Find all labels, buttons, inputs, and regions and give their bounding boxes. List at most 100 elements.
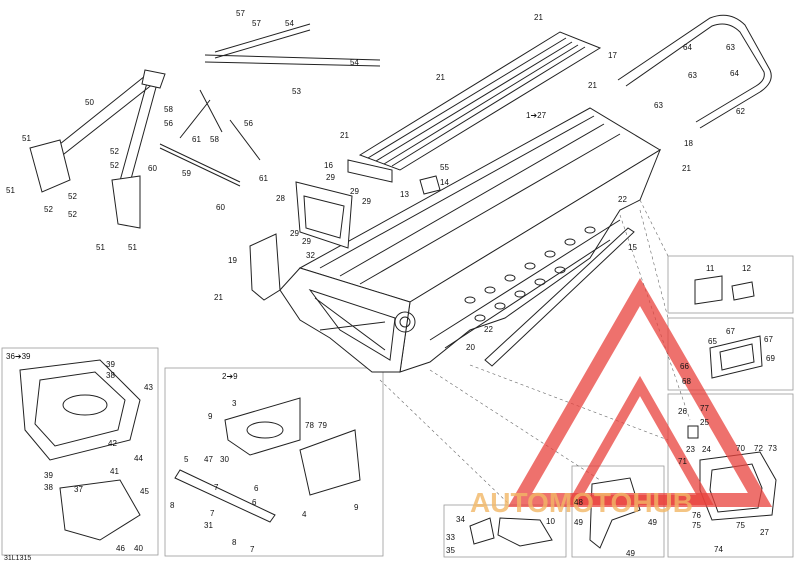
callout-label: 60 <box>148 164 157 173</box>
inset-box-23-77 <box>667 393 794 558</box>
callout-label: 39 <box>44 471 53 480</box>
callout-label: 67 <box>726 327 735 336</box>
callout-label: 62 <box>736 107 745 116</box>
callout-label: 7 <box>250 545 255 554</box>
callout-label: 76 <box>692 511 701 520</box>
watermark-word-auto: AUTO <box>470 487 549 518</box>
watermark-logo: AUTOMOTOHUB <box>470 277 773 518</box>
callout-label: 29 <box>362 197 371 206</box>
callout-label: 22 <box>618 195 627 204</box>
callout-label: 51 <box>22 134 31 143</box>
callout-label: 69 <box>766 354 775 363</box>
callout-label: 35 <box>446 546 455 555</box>
callout-label: 23 <box>686 445 695 454</box>
callout-label: 31 <box>204 521 213 530</box>
callout-label: 36➔39 <box>6 352 31 361</box>
callout-label: 54 <box>350 58 359 67</box>
callout-label: 6 <box>254 484 259 493</box>
callout-label: 59 <box>182 169 191 178</box>
callout-label: 53 <box>292 87 301 96</box>
callout-label: 77 <box>700 404 709 413</box>
callout-label: 4 <box>302 510 307 519</box>
callout-label: 71 <box>678 457 687 466</box>
callout-label: 66 <box>680 362 689 371</box>
callout-label: 58 <box>210 135 219 144</box>
inset-box-11-12 <box>667 255 794 314</box>
callout-label: 37 <box>74 485 83 494</box>
callout-label: 52 <box>68 210 77 219</box>
tunnel-assembly <box>249 14 772 373</box>
callout-label: 24 <box>702 445 711 454</box>
callout-label: 75 <box>736 521 745 530</box>
callout-labels: 57 57 54 54 53 50 58 56 61 58 56 60 59 6… <box>6 9 777 558</box>
callout-label: 63 <box>688 71 697 80</box>
callout-label: 2➔9 <box>222 372 238 381</box>
callout-label: 63 <box>726 43 735 52</box>
callout-label: 39 <box>106 360 115 369</box>
callout-label: 11 <box>706 264 715 273</box>
front-suspension-arms <box>29 23 381 229</box>
callout-label: 60 <box>216 203 225 212</box>
callout-label: 47 <box>204 455 213 464</box>
callout-label: 5 <box>184 455 189 464</box>
callout-label: 8 <box>170 501 175 510</box>
callout-label: 63 <box>654 101 663 110</box>
callout-label: 52 <box>44 205 53 214</box>
inset-2-9-drawing <box>174 397 361 523</box>
callout-label: 29 <box>326 173 335 182</box>
callout-label: 48 <box>574 498 583 507</box>
callout-label: 68 <box>682 377 691 386</box>
callout-label: 7 <box>214 483 219 492</box>
inset-box-2-9 <box>164 367 384 557</box>
callout-label: 50 <box>85 98 94 107</box>
callout-label: 21 <box>534 13 543 22</box>
callout-label: 3 <box>232 399 237 408</box>
callout-label: 57 <box>236 9 245 18</box>
callout-label: 64 <box>683 43 692 52</box>
callout-label: 26 <box>678 407 687 416</box>
callout-label: 6 <box>252 498 257 507</box>
callout-label: 52 <box>110 161 119 170</box>
callout-label: 21 <box>682 164 691 173</box>
callout-label: 33 <box>446 533 455 542</box>
callout-label: 52 <box>110 147 119 156</box>
callout-label: 49 <box>626 549 635 558</box>
callout-label: 14 <box>440 178 449 187</box>
callout-label: 21 <box>588 81 597 90</box>
callout-label: 54 <box>285 19 294 28</box>
callout-label: 61 <box>259 174 268 183</box>
callout-label: 19 <box>228 256 237 265</box>
callout-label: 70 <box>736 444 745 453</box>
callout-label: 79 <box>318 421 327 430</box>
callout-label: 45 <box>140 487 149 496</box>
callout-label: 22 <box>484 325 493 334</box>
callout-label: 74 <box>714 545 723 554</box>
inset-11-12-drawing <box>694 275 755 305</box>
callout-label: 38 <box>106 371 115 380</box>
callout-label: 73 <box>768 444 777 453</box>
callout-label: 7 <box>210 509 215 518</box>
callout-label: 72 <box>754 444 763 453</box>
callout-label: 29 <box>302 237 311 246</box>
callout-label: 78 <box>305 421 314 430</box>
inset-33-35-drawing <box>469 517 553 547</box>
callout-label: 32 <box>306 251 315 260</box>
callout-label: 18 <box>684 139 693 148</box>
callout-label: 9 <box>354 503 359 512</box>
callout-label: 49 <box>574 518 583 527</box>
callout-label: 67 <box>764 335 773 344</box>
callout-label: 58 <box>164 105 173 114</box>
inset-65-69-drawing <box>709 335 763 379</box>
callout-label: 17 <box>608 51 617 60</box>
callout-label: 61 <box>192 135 201 144</box>
callout-label: 21 <box>340 131 349 140</box>
watermark-word-hub: HUB <box>632 487 693 518</box>
callout-label: 43 <box>144 383 153 392</box>
watermark-word-moto: MOTO <box>549 487 632 518</box>
callout-label: 21 <box>436 73 445 82</box>
callout-label: 49 <box>648 518 657 527</box>
callout-label: 56 <box>244 119 253 128</box>
callout-label: 8 <box>232 538 237 547</box>
callout-label: 46 <box>116 544 125 553</box>
